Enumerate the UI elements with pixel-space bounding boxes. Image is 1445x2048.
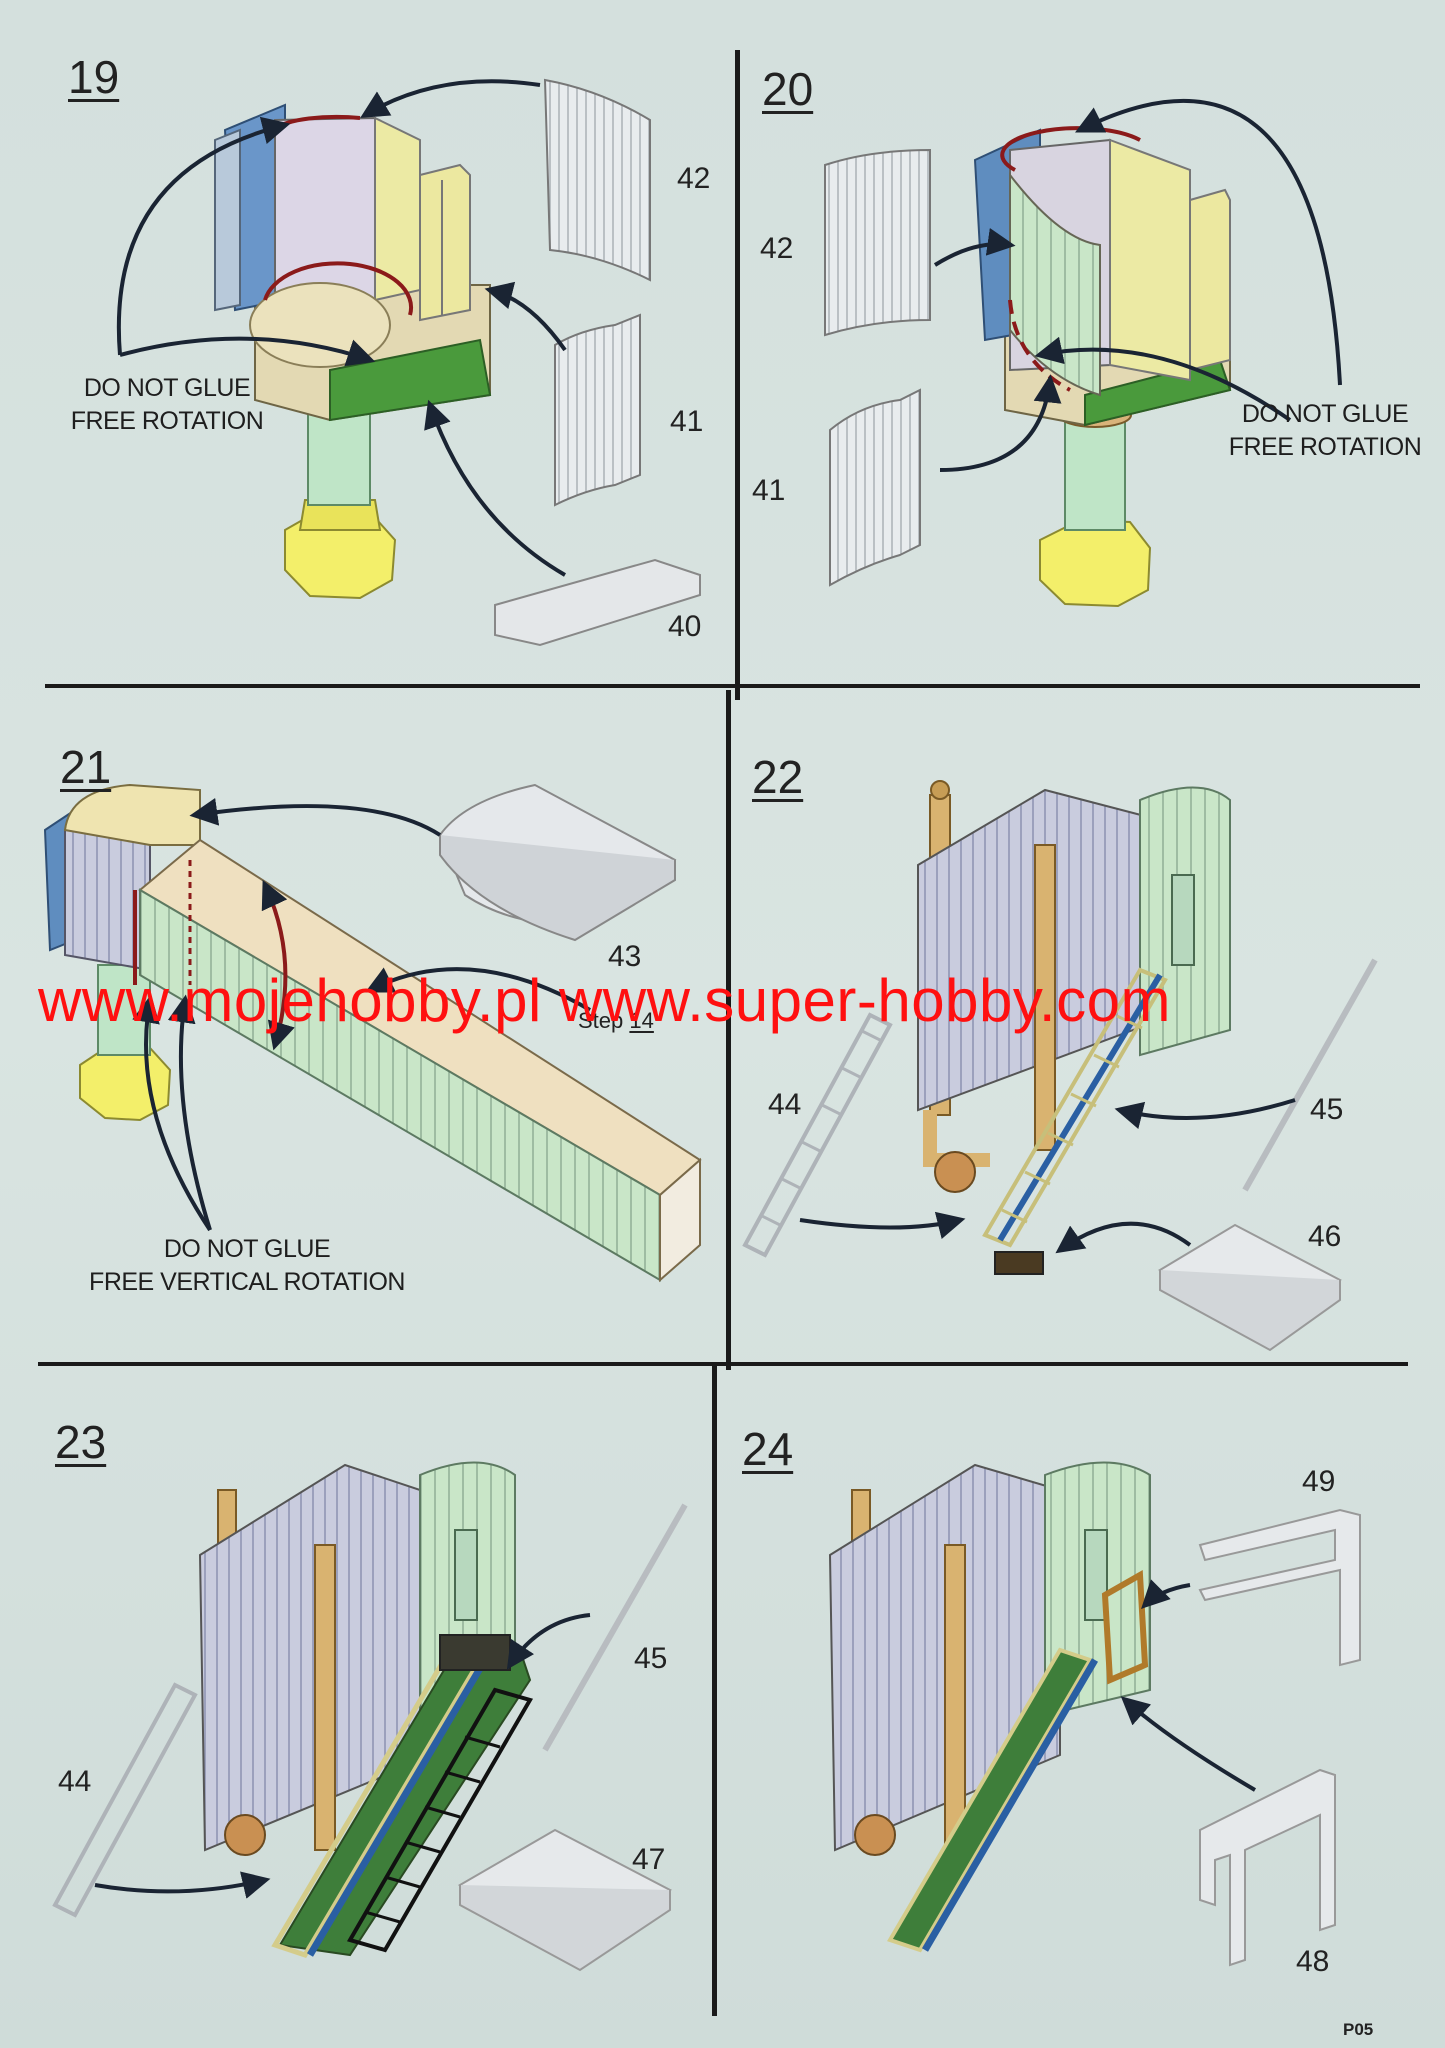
- step-19-part-40: 40: [668, 610, 702, 643]
- step-21-part-43: 43: [608, 940, 642, 973]
- part-45-rail: [542, 1503, 688, 1752]
- step-22-drawing: [742, 780, 1378, 1352]
- step-24-ladder-installed: [887, 1647, 1093, 1953]
- step-22-part-45: 45: [1310, 1093, 1344, 1126]
- step-23-part-45: 45: [634, 1642, 668, 1675]
- step-19-number: 19: [68, 51, 120, 103]
- part-40-bracket: [494, 558, 701, 647]
- step-19-note: DO NOT GLUE FREE ROTATION: [62, 372, 272, 438]
- step-23-part-44: 44: [58, 1765, 92, 1798]
- step-21-reference-label: Step: [578, 1008, 624, 1033]
- step-21-number: 21: [60, 741, 112, 793]
- step-19-drawing: [116, 78, 701, 647]
- step-19-part-41: 41: [670, 405, 704, 438]
- step-19-part-42: 42: [677, 162, 711, 195]
- step-20-part-42: 42: [760, 232, 794, 265]
- step-19-note-line-2: FREE ROTATION: [70, 407, 264, 435]
- step-23-number: 23: [55, 1416, 107, 1468]
- step-24-part-49: 49: [1302, 1465, 1336, 1498]
- step-20-note: DO NOT GLUE FREE ROTATION: [1220, 398, 1430, 464]
- step-21-note-line-1: DO NOT GLUE: [163, 1235, 331, 1263]
- step-19-cylinder: [274, 116, 376, 307]
- vertical-divider-bottom: [712, 1366, 717, 2016]
- step-21-reference: Step 14: [578, 1008, 654, 1034]
- part-44-ladder: [742, 1012, 893, 1258]
- step-20-part-41: 41: [752, 474, 786, 507]
- part-42-shell: [543, 78, 651, 282]
- part-42-shell: [824, 148, 931, 337]
- step-19-note-line-1: DO NOT GLUE: [83, 374, 251, 402]
- step-21-cab: [64, 829, 151, 972]
- part-41-shell: [829, 388, 921, 587]
- part-44-ladder: [52, 1682, 198, 1918]
- step-24-railing-installed: [1101, 1569, 1149, 1685]
- part-49-rail: [1198, 1508, 1361, 1667]
- part-45-rail: [1242, 958, 1378, 1192]
- step-21-reference-number: 14: [629, 1008, 654, 1033]
- step-20-drawing: [824, 98, 1342, 608]
- step-22-part-46: 46: [1308, 1220, 1342, 1253]
- step-23-part-47: 47: [632, 1843, 666, 1876]
- step-20-number: 20: [762, 63, 814, 115]
- step-20-note-line-2: FREE ROTATION: [1228, 433, 1422, 461]
- part-48-rail: [1199, 1768, 1336, 1967]
- part-41-shell: [554, 313, 641, 507]
- watermark: www.mojehobby.pl www.super-hobby.com: [38, 967, 1171, 1034]
- step-22-part-44: 44: [768, 1088, 802, 1121]
- step-23-drawing: [52, 1461, 688, 1972]
- vertical-divider-middle: [726, 690, 731, 1370]
- step-20-cylinder: [1009, 172, 1101, 397]
- step-24-drawing: [828, 1461, 1361, 1967]
- step-20-note-line-1: DO NOT GLUE: [1241, 400, 1409, 428]
- step-22-ladder-installed: [982, 967, 1168, 1248]
- step-24-part-48: 48: [1296, 1945, 1330, 1978]
- vertical-divider-top: [735, 50, 740, 700]
- step-21-drawing: [43, 783, 702, 1283]
- step-19-column: [307, 409, 371, 506]
- step-24-number: 24: [742, 1423, 794, 1475]
- horizontal-divider-2: [38, 1362, 1408, 1366]
- step-21-note: DO NOT GLUE FREE VERTICAL ROTATION: [82, 1233, 412, 1299]
- step-22-number: 22: [752, 751, 804, 803]
- step-21-note-line-2: FREE VERTICAL ROTATION: [89, 1268, 405, 1296]
- page-number: P05: [1343, 2020, 1374, 2039]
- horizontal-divider-1: [45, 684, 1420, 688]
